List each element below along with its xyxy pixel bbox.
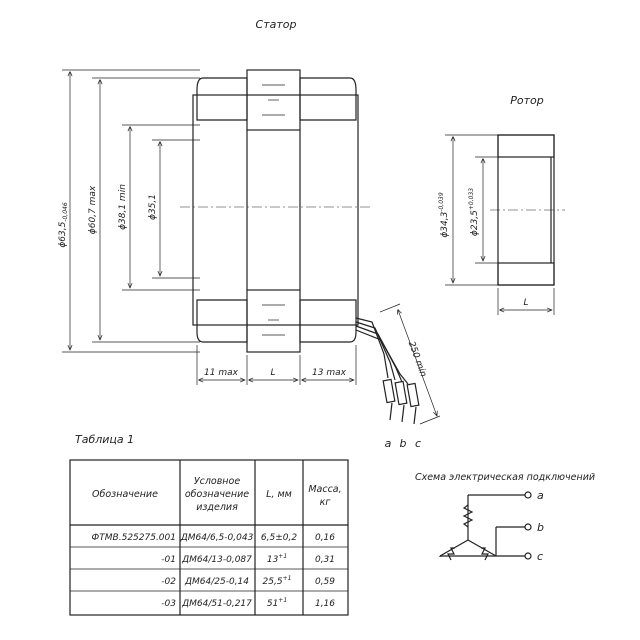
dim-d-max: ϕ60,7 max	[88, 185, 98, 234]
svg-text:-01: -01	[161, 555, 176, 565]
table-row: -03 ДМ64/51-0,217 51+1 1,16	[161, 597, 335, 609]
schema-title: Схема электрическая подключений	[415, 472, 595, 483]
rotor-dim-inner: ϕ23,5+0,033	[468, 188, 480, 236]
lead-label-a: a	[385, 437, 392, 450]
svg-text:-02: -02	[161, 577, 176, 587]
table-header-designation: Обозначение	[92, 489, 158, 500]
svg-text:13+1: 13+1	[267, 553, 287, 565]
terminal-b	[524, 523, 532, 531]
rotor-title: Ротор	[510, 94, 544, 107]
terminal-label-a: a	[537, 489, 544, 502]
wiring-schema: a b c	[439, 489, 544, 563]
stator-dimensions: ϕ63,5-0,046 ϕ60,7 max ϕ38,1 min ϕ35,1 11…	[58, 69, 357, 385]
rotor-dimensions: ϕ34,3-0,039 ϕ23,5+0,033 L	[438, 134, 555, 315]
dim-d-outer: ϕ63,5-0,046	[58, 202, 69, 248]
lead-label-b: b	[400, 437, 407, 450]
dim-d-inner: ϕ35,1	[148, 194, 158, 220]
stator-view	[180, 69, 370, 353]
svg-text:0,59: 0,59	[315, 577, 335, 587]
stator-title: Статор	[256, 18, 297, 31]
terminal-a	[524, 491, 532, 499]
rotor-dim-outer: ϕ34,3-0,039	[438, 192, 450, 238]
table-row: -01 ДМ64/13-0,087 13+1 0,31	[161, 553, 335, 565]
dim-d-min: ϕ38,1 min	[118, 184, 128, 230]
dim-mid-L: L	[270, 368, 275, 378]
rotor-view	[490, 134, 565, 286]
svg-text:ДМ64/13-0,087: ДМ64/13-0,087	[181, 555, 252, 565]
dim-left-max: 11 max	[204, 368, 239, 378]
table-caption: Таблица 1	[75, 433, 134, 446]
stator-leads: 250 min a b c	[355, 303, 441, 450]
table-header-length: L, мм	[266, 489, 292, 500]
terminal-label-b: b	[537, 521, 544, 534]
svg-text:ДМ64/25-0,14: ДМ64/25-0,14	[184, 577, 249, 587]
svg-text:ДМ64/6,5-0,043: ДМ64/6,5-0,043	[180, 533, 254, 543]
svg-text:ДМ64/51-0,217: ДМ64/51-0,217	[181, 599, 252, 609]
svg-text:25,5+1: 25,5+1	[263, 575, 292, 587]
terminal-label-c: c	[537, 550, 543, 563]
svg-text:-03: -03	[161, 599, 176, 609]
rotor-dim-length: L	[523, 298, 528, 308]
dim-right-max: 13 max	[312, 368, 347, 378]
table-header-mass: Масса,кг	[308, 484, 341, 508]
dim-leads-length: 250 min	[406, 340, 428, 378]
svg-text:1,16: 1,16	[315, 599, 335, 609]
lead-label-c: c	[415, 437, 421, 450]
table-row: ФТМВ.525275.001 ДМ64/6,5-0,043 6,5±0,2 0…	[92, 533, 336, 543]
svg-text:51+1: 51+1	[267, 597, 287, 609]
svg-text:0,16: 0,16	[315, 533, 335, 543]
svg-text:0,31: 0,31	[315, 555, 335, 565]
table-row: -02 ДМ64/25-0,14 25,5+1 0,59	[161, 575, 335, 587]
terminal-c	[524, 552, 532, 560]
svg-text:ФТМВ.525275.001: ФТМВ.525275.001	[92, 533, 176, 543]
svg-text:6,5±0,2: 6,5±0,2	[261, 533, 297, 543]
